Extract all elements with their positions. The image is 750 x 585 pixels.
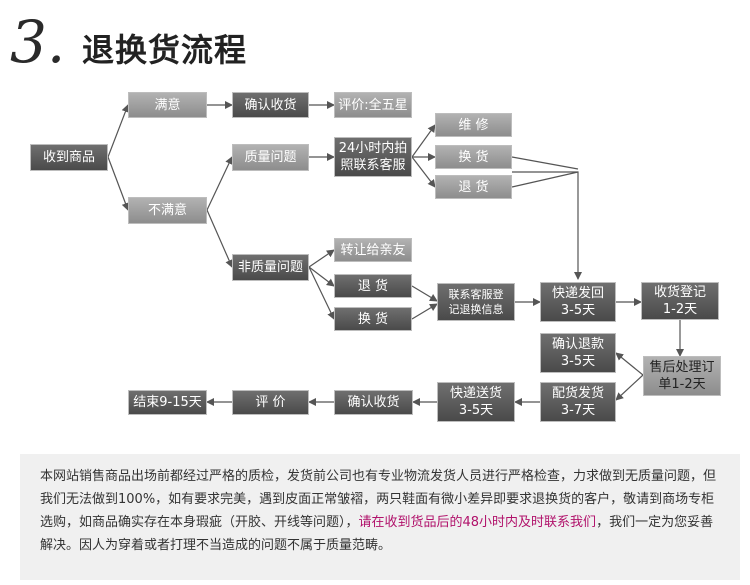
node-unsatisfied: 不满意 [128,197,207,224]
node-photo-contact: 24小时内拍 照联系客服 [334,137,412,177]
node-exchange-non-quality: 换 货 [334,307,412,331]
node-confirm-receipt-top: 确认收货 [232,92,309,118]
node-receipt-register: 收货登记 1-2天 [641,282,719,320]
title-number: 3. [10,8,66,76]
node-return-quality: 退 货 [435,175,512,199]
node-express-deliver: 快递送货 3-5天 [437,382,515,422]
node-satisfied: 满意 [128,92,207,118]
node-exchange-quality: 换 货 [435,145,512,169]
notice-text: 本网站销售商品出场前都经过严格的质检，发货前公司也有专业物流发货人员进行严格检查… [40,469,717,530]
node-repair: 维 修 [435,113,512,137]
node-end: 结束9-15天 [128,390,207,415]
node-confirm-refund: 确认退款 3-5天 [540,333,616,373]
node-express-back: 快递发回 3-5天 [540,282,616,322]
notice-highlight: 请在收到货品后的48小时内及时联系我们 [358,515,597,530]
flow-connectors [107,101,684,406]
node-transfer: 转让给亲友 [334,238,412,262]
node-return-non-quality: 退 货 [334,274,412,298]
node-rating-five: 评价:全五星 [334,92,412,118]
node-aftersale: 售后处理订 单1-2天 [643,356,721,396]
node-confirm-receipt-bottom: 确认收货 [334,390,413,415]
node-non-quality: 非质量问题 [232,254,309,281]
node-rate: 评 价 [232,390,309,415]
notice-panel: 本网站销售商品出场前都经过严格的质检，发货前公司也有专业物流发货人员进行严格检查… [20,454,740,580]
page-title: 退换货流程 [82,31,248,69]
notice-text-end: ，我们一定为您妥善解决。因人为穿着或者打理不当造成的问题不属于质量范畴。 [40,515,714,553]
node-ship-out: 配货发货 3-7天 [540,382,616,422]
node-quality-issue: 质量问题 [232,144,309,171]
node-register-info: 联系客服登 记退换信息 [437,283,515,321]
node-receive: 收到商品 [30,144,108,171]
